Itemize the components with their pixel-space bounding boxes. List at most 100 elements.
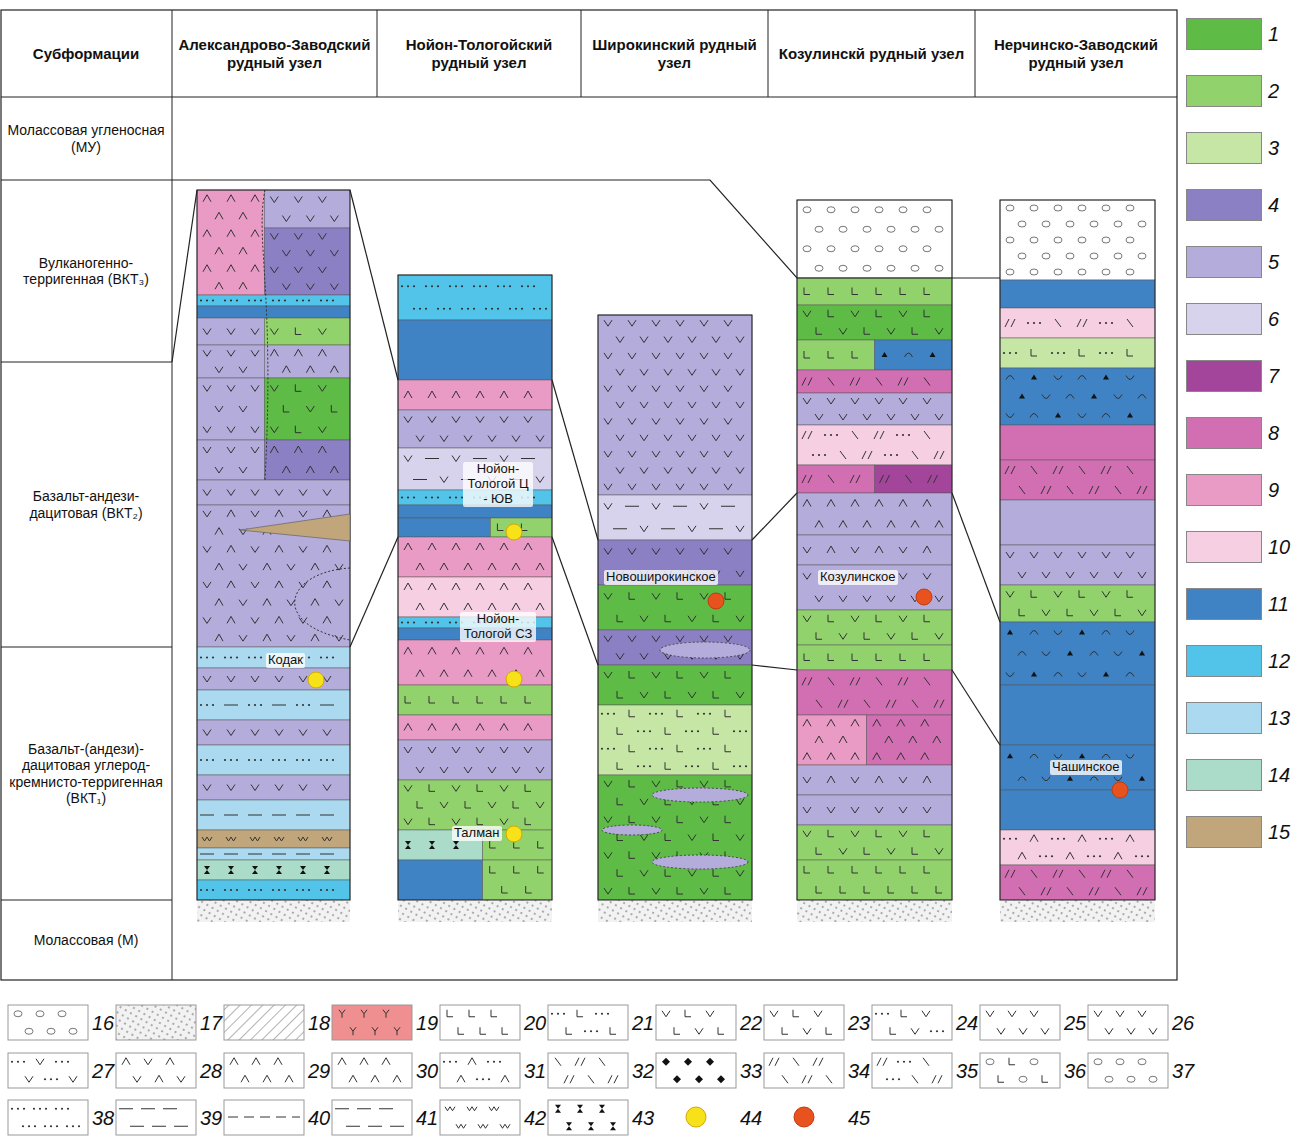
rock-symbol <box>203 350 211 356</box>
rock-symbol <box>1054 754 1062 758</box>
rock-symbol <box>248 854 262 855</box>
rock-layer <box>483 860 552 900</box>
rock-symbol <box>1018 777 1026 781</box>
gold-deposit-marker <box>506 826 522 842</box>
rock-symbol <box>840 451 846 459</box>
rock-symbol <box>1055 319 1061 327</box>
rock-symbol <box>851 547 859 553</box>
rock-dot <box>697 713 699 715</box>
rock-symbol <box>629 592 635 599</box>
rock-dot <box>17 1061 19 1063</box>
rock-dot <box>278 759 280 761</box>
rock-symbol <box>480 1027 486 1034</box>
rock-symbol <box>629 780 635 787</box>
rock-symbol <box>804 351 810 358</box>
rock-dot <box>1111 838 1113 840</box>
rock-dot <box>206 656 208 658</box>
rock-dot <box>1111 322 1113 324</box>
rock-symbol <box>887 848 895 854</box>
rock-dot <box>455 285 457 287</box>
rock-dot <box>499 1061 501 1063</box>
rock-symbol <box>924 310 930 317</box>
rock-dot <box>39 1108 41 1110</box>
rock-symbol <box>1018 852 1026 859</box>
rock-symbol <box>440 477 448 483</box>
rock-symbol <box>826 1075 832 1083</box>
header-cell: Нойон-Тологойский рудный узел <box>377 10 581 97</box>
rock-dot <box>533 496 535 498</box>
rock-symbol <box>688 435 696 441</box>
rock-symbol <box>476 583 484 590</box>
rock-dot <box>224 299 226 301</box>
rock-symbol <box>924 866 930 873</box>
rock-symbol <box>912 700 918 708</box>
rock-symbol <box>921 753 929 760</box>
correlation-line <box>350 190 398 380</box>
rock-dot <box>425 496 427 498</box>
legend-number: 14 <box>1268 765 1290 785</box>
rock-dot <box>836 434 838 436</box>
rock-symbol <box>349 1075 357 1082</box>
legend-number: 3 <box>1268 138 1279 158</box>
bowtie-symbol <box>588 1122 594 1130</box>
rock-symbol <box>323 730 331 736</box>
rock-symbol <box>239 600 247 606</box>
rock-symbol <box>640 870 648 876</box>
rock-dot <box>437 621 439 623</box>
rock-dot <box>643 730 645 732</box>
rock-symbol <box>1114 395 1122 399</box>
header-line <box>1 97 1177 98</box>
row-divider <box>1 362 172 363</box>
rock-symbol <box>404 456 412 462</box>
triangle-symbol <box>1139 776 1145 781</box>
rock-symbol <box>629 851 635 858</box>
pebble-symbol <box>815 265 823 271</box>
rock-symbol <box>652 817 660 823</box>
rock-symbol <box>803 547 811 553</box>
rock-dot <box>897 1061 899 1063</box>
molasse-base <box>197 900 350 922</box>
rock-dot <box>45 1108 47 1110</box>
rock-symbol <box>803 777 811 783</box>
rock-symbol <box>828 677 834 685</box>
rock-layer <box>797 200 952 278</box>
rock-symbol <box>476 647 484 654</box>
rock-symbol <box>1078 414 1086 418</box>
rock-dot <box>551 1013 553 1015</box>
rock-dot <box>212 656 214 658</box>
rock-layer <box>264 378 350 440</box>
rock-layer <box>197 848 350 860</box>
rock-symbol <box>468 1058 476 1065</box>
rock-symbol <box>239 467 247 473</box>
rock-symbol <box>299 582 307 588</box>
rock-dot <box>55 1061 57 1063</box>
rock-symbol <box>155 1075 163 1082</box>
strat-column <box>398 275 552 922</box>
rock-symbol <box>826 1027 832 1034</box>
rock-symbol <box>1126 552 1134 558</box>
rock-symbol <box>935 328 943 334</box>
legend-number: 38 <box>92 1108 114 1128</box>
rock-symbol <box>712 435 720 441</box>
rock-layer <box>398 518 490 537</box>
rock-symbol <box>921 719 929 726</box>
rock-symbol <box>141 1108 155 1109</box>
facies-boundary <box>262 190 268 480</box>
rock-symbol <box>564 1075 574 1083</box>
rock-dot <box>320 299 322 301</box>
rock-symbol <box>272 815 286 816</box>
rock-symbol <box>283 405 289 412</box>
rock-symbol <box>770 1011 778 1017</box>
legend-swatch <box>1186 75 1262 107</box>
rock-symbol <box>769 1058 779 1066</box>
rock-symbol <box>335 635 343 641</box>
legend-number: 27 <box>92 1061 114 1081</box>
rock-symbol <box>876 310 882 317</box>
rock-symbol <box>873 719 881 726</box>
rock-symbol <box>610 1027 616 1034</box>
rock-symbol <box>428 747 436 753</box>
rock-symbol <box>227 265 235 272</box>
rock-symbol <box>521 524 527 531</box>
rock-symbol <box>251 617 259 623</box>
rock-symbol <box>933 736 941 743</box>
